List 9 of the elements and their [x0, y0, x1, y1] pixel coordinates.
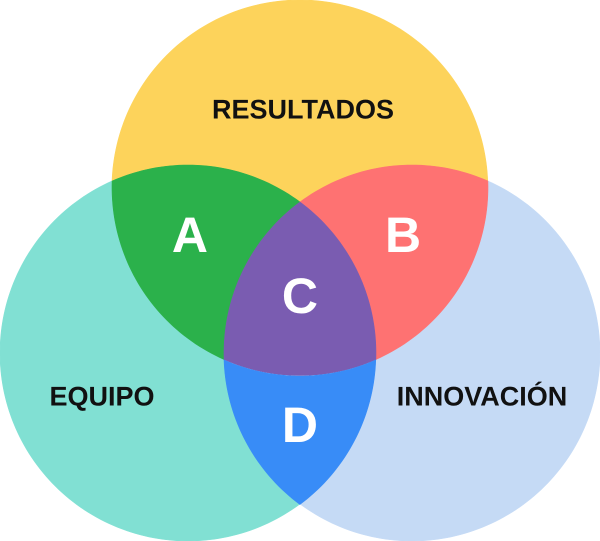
overlap-region — [224, 360, 376, 504]
region-letter: D — [282, 400, 318, 450]
region-letter: B — [384, 210, 422, 260]
circle-label: EQUIPO — [49, 383, 154, 410]
circle-label: INNOVACIÓN — [396, 383, 568, 410]
circle-label: RESULTADOS — [212, 96, 394, 124]
region-letter: C — [282, 270, 318, 321]
region-letter: A — [172, 210, 208, 260]
overlap-region — [224, 202, 376, 376]
